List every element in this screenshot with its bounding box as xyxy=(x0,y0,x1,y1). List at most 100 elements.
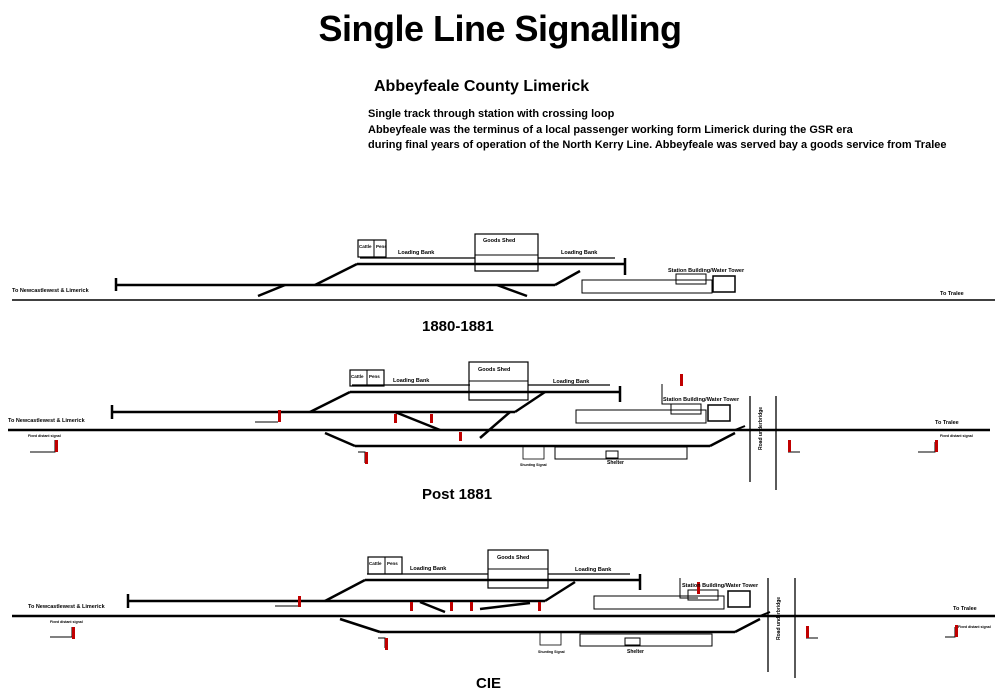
crossover xyxy=(394,410,441,432)
signal xyxy=(806,626,809,638)
shunting-signal-box xyxy=(522,445,545,460)
goods-shed xyxy=(474,233,539,272)
description-line-3: during final years of operation of the N… xyxy=(368,139,947,151)
ground-signal xyxy=(430,414,433,423)
siding-connection xyxy=(314,262,358,287)
water-tower xyxy=(712,275,736,293)
station-building-label: Station Building/Water Tower xyxy=(682,583,759,589)
page-subtitle: Abbeyfeale County Limerick xyxy=(374,78,590,95)
platform xyxy=(593,595,725,610)
cattle-label: Cattle xyxy=(351,374,364,379)
shelter-label: Shelter xyxy=(607,460,624,466)
crossover xyxy=(257,283,286,298)
loop-connection xyxy=(514,390,546,414)
destination-left: To Newcastlewest & Limerick xyxy=(12,288,90,294)
crossover xyxy=(496,283,528,298)
passing-loop-connection xyxy=(734,617,761,634)
signal xyxy=(680,374,683,386)
destination-left: To Newcastlewest & Limerick xyxy=(8,418,86,424)
ground-signal xyxy=(459,432,462,441)
panel-cie-signals xyxy=(72,582,958,650)
siding-connection xyxy=(309,390,351,414)
era-label: Post 1881 xyxy=(422,486,492,503)
catch-point xyxy=(734,425,746,431)
station-building xyxy=(687,589,719,601)
passing-loop-connection xyxy=(709,431,736,448)
loading-bank-label: Loading Bank xyxy=(561,250,598,256)
shelter-building xyxy=(624,637,641,646)
passing-loop-connection xyxy=(339,617,381,634)
panel-post-1881-labels: To Newcastlewest & Limerick To Tralee Ca… xyxy=(8,367,973,503)
loading-bank-label: Loading Bank xyxy=(553,379,590,385)
signal xyxy=(697,582,700,594)
fixed-distant-signal xyxy=(55,440,58,452)
goods-shed-label: Goods Shed xyxy=(478,367,510,373)
signal xyxy=(298,596,301,607)
panel-cie xyxy=(12,549,995,678)
signal xyxy=(788,440,791,452)
description-line-1: Single track through station with crossi… xyxy=(368,108,615,120)
era-label: CIE xyxy=(476,675,501,692)
crossover xyxy=(479,411,511,439)
fixed-distant-label: Fixed distant signal xyxy=(940,434,973,438)
loading-bank-label: Loading Bank xyxy=(575,567,612,573)
road-underbridge-label: Road underbridge xyxy=(758,407,764,450)
signal xyxy=(365,452,368,464)
ground-signal xyxy=(394,414,397,423)
signal xyxy=(385,638,388,650)
signal-post xyxy=(661,384,680,405)
loop-connection xyxy=(544,580,576,603)
loading-bank-label: Loading Bank xyxy=(398,250,435,256)
cattle-label: Cattle xyxy=(369,561,382,566)
fixed-distant-signal xyxy=(935,440,938,452)
loading-bank-label: Loading Bank xyxy=(410,566,447,572)
signal-post xyxy=(679,578,698,599)
shunting-signal-label: Shunting Signal xyxy=(538,650,565,654)
signal-post xyxy=(30,440,56,453)
shelter-building xyxy=(605,450,619,459)
fixed-distant-label: Fixed distant signal xyxy=(958,625,991,629)
signal xyxy=(278,410,281,422)
shelter-label: Shelter xyxy=(627,649,644,655)
water-tower xyxy=(707,404,731,422)
fixed-distant-label: Fixed distant signal xyxy=(28,434,61,438)
signal-post xyxy=(50,627,73,638)
loading-bank-label: Loading Bank xyxy=(393,378,430,384)
panel-1880-1881 xyxy=(12,233,995,301)
station-building-label: Station Building/Water Tower xyxy=(663,397,740,403)
fixed-distant-signal xyxy=(72,627,75,639)
signal-post xyxy=(945,627,956,638)
destination-left: To Newcastlewest & Limerick xyxy=(28,604,106,610)
panel-post-1881 xyxy=(8,361,990,490)
ground-signal xyxy=(470,602,473,611)
station-building-label: Station Building/Water Tower xyxy=(668,268,745,274)
road-underbridge-label: Road underbridge xyxy=(776,597,782,640)
destination-right: To Tralee xyxy=(940,291,964,297)
platform xyxy=(575,409,707,424)
crossover xyxy=(479,601,531,611)
station-building xyxy=(670,403,702,415)
loop-connection xyxy=(554,269,581,287)
signal-post xyxy=(378,637,386,648)
panel-cie-labels: To Newcastlewest & Limerick To Tralee Ca… xyxy=(28,555,991,692)
ground-signal xyxy=(410,602,413,611)
goods-shed-label: Goods Shed xyxy=(497,555,529,561)
shelter-platform xyxy=(554,446,688,460)
ground-signal xyxy=(538,602,541,611)
cattle-label: Cattle xyxy=(359,244,372,249)
signal-post xyxy=(918,442,936,453)
shelter-platform xyxy=(579,633,713,647)
platform xyxy=(581,279,713,294)
fixed-distant-label: Fixed distant signal xyxy=(50,620,83,624)
cattle-pens xyxy=(357,239,387,258)
panel-1880-1881-labels: To Newcastlewest & Limerick To Tralee Ca… xyxy=(12,238,964,335)
shunting-signal-label: Shunting Signal xyxy=(520,463,547,467)
signal-post xyxy=(358,451,366,463)
passing-loop-connection xyxy=(324,431,356,448)
pens-label: Pens xyxy=(369,374,380,379)
shunting-signal-box xyxy=(539,631,562,646)
description-line-2: Abbeyfeale was the terminus of a local p… xyxy=(368,124,853,136)
goods-shed-label: Goods Shed xyxy=(483,238,515,244)
destination-right: To Tralee xyxy=(953,606,977,612)
